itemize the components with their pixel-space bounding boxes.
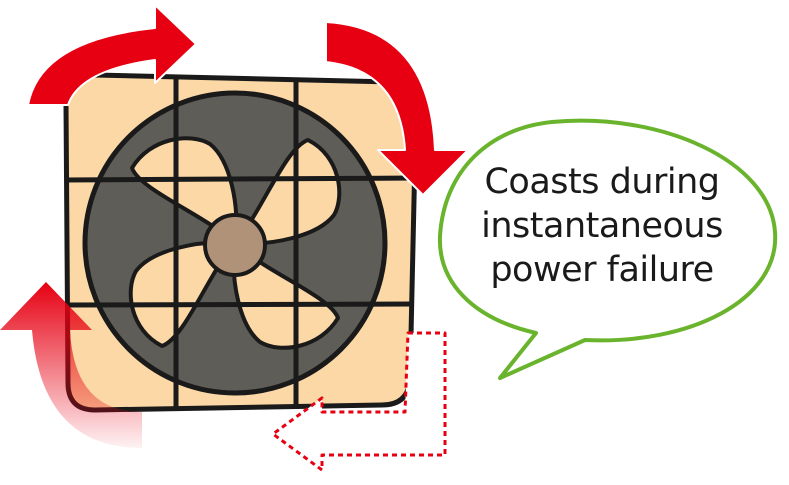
bubble-line-1: Coasts during xyxy=(484,162,720,202)
fan-blade-bottom-right xyxy=(231,241,340,350)
clockwise-arrow-icon xyxy=(27,4,197,106)
dotted-coast-arrow-icon xyxy=(271,331,447,472)
speech-bubble xyxy=(437,118,778,380)
fan-blade-top-left xyxy=(130,136,239,245)
bubble-line-2: instantaneous xyxy=(481,206,723,246)
fan-grille xyxy=(66,75,417,410)
fan-blade-top-right xyxy=(233,138,342,246)
clockwise-arrow-icon xyxy=(325,21,469,196)
bubble-line-3: power failure xyxy=(490,250,714,290)
fan-hub xyxy=(203,213,267,277)
fan-icon xyxy=(128,136,342,350)
speech-bubble-text: Coasts during instantaneous power failur… xyxy=(452,160,752,292)
fading-arrow-icon xyxy=(0,282,142,448)
